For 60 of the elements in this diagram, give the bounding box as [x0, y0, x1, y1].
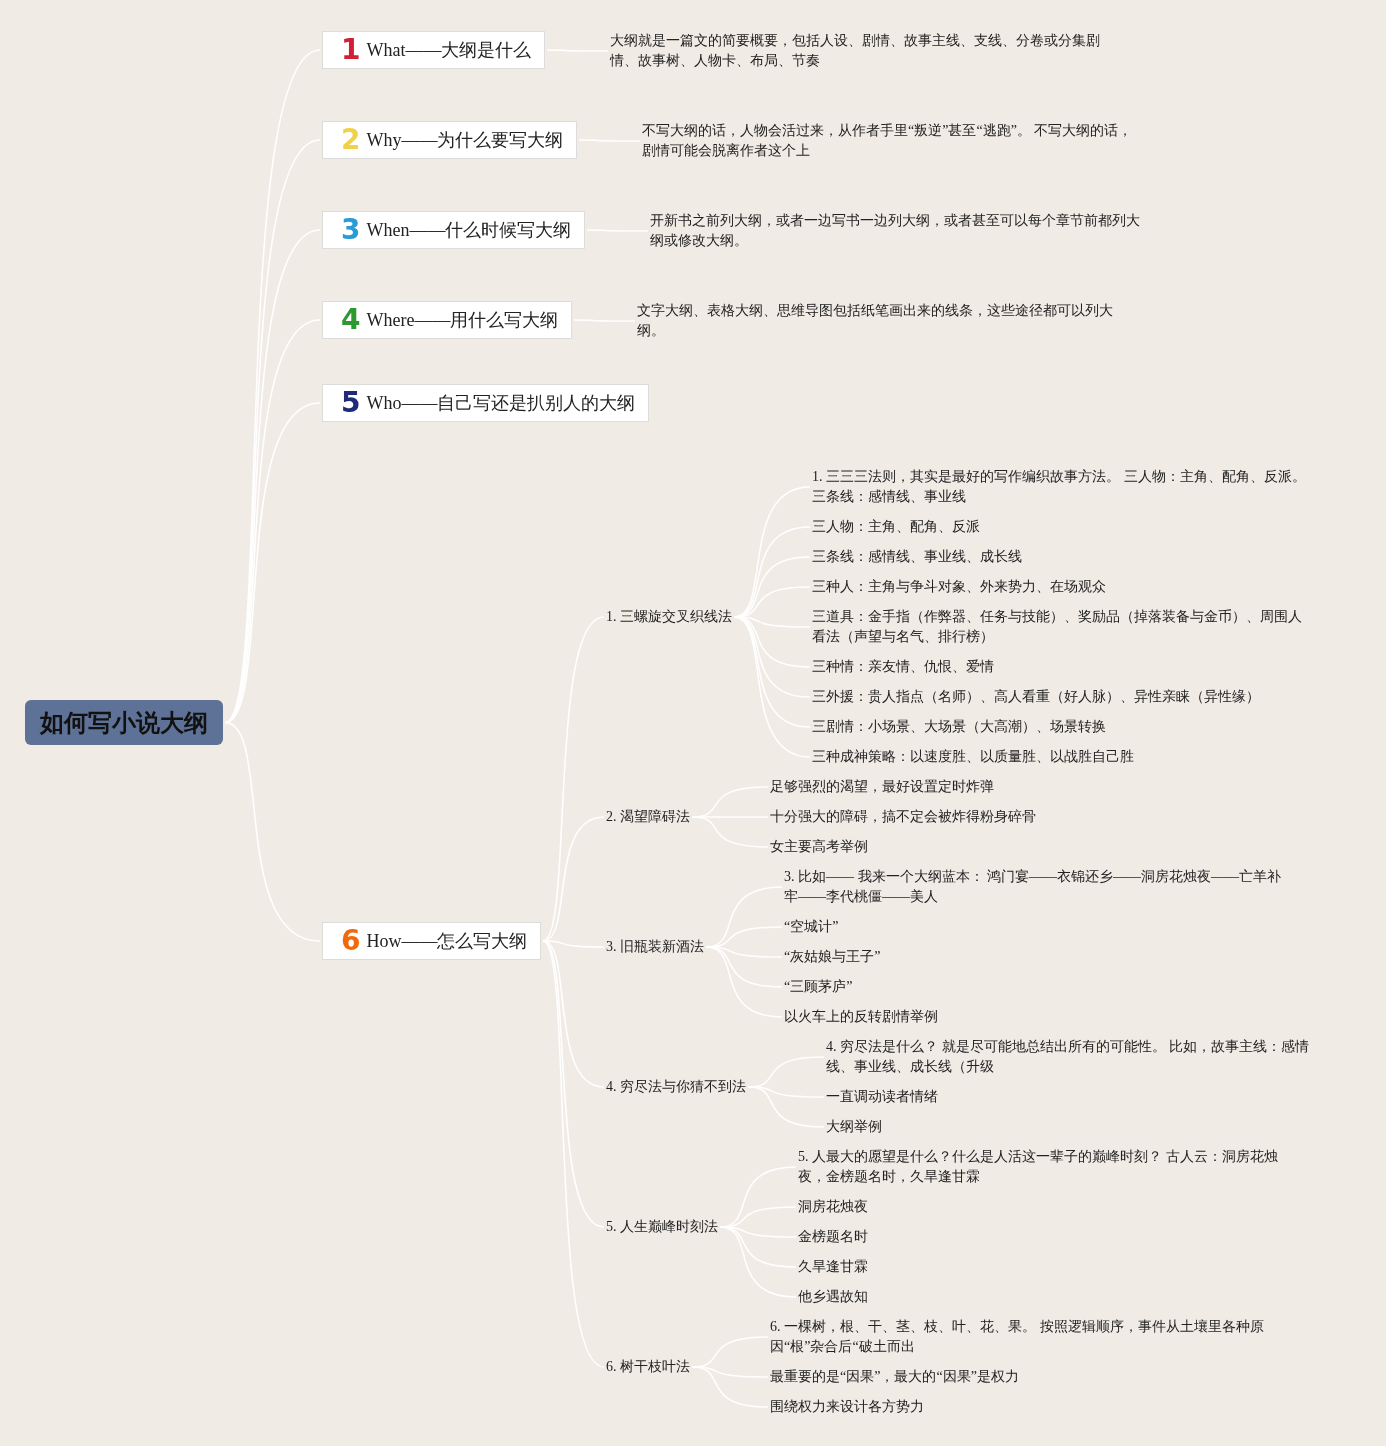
topic-label: How——怎么写大纲 [366, 930, 528, 953]
branch-text: 5. 人生巅峰时刻法 [606, 1217, 718, 1237]
topic-box [322, 922, 541, 960]
branch-text: 以火车上的反转剧情举例 [784, 1007, 938, 1027]
branch-text: 久旱逢甘霖 [798, 1257, 868, 1277]
topic-label: Who——自己写还是扒别人的大纲 [366, 392, 636, 415]
topic-box [322, 211, 585, 249]
branch-text: 5. 人最大的愿望是什么？什么是人活这一辈子的巅峰时刻？ 古人云：洞房花烛夜，金榜题名时，久旱逢甘霖 [798, 1147, 1288, 1187]
branch-text: 围绕权力来设计各方势力 [770, 1397, 924, 1417]
branch-text: 1. 三螺旋交叉织线法 [606, 607, 732, 627]
topic-label: Where——用什么写大纲 [366, 309, 559, 332]
branch-text: 三人物：主角、配角、反派 [812, 517, 980, 537]
topic-number: 1 [341, 36, 361, 64]
branch-text: 女主要高考举例 [770, 837, 868, 857]
central-topic: 如何写小说大纲 [25, 700, 223, 745]
topic-label: When——什么时候写大纲 [366, 219, 572, 242]
branch-text: 洞房花烛夜 [798, 1197, 868, 1217]
branch-line [224, 721, 321, 942]
branch-text: 最重要的是“因果”，最大的“因果”是权力 [770, 1367, 1019, 1387]
branch-text: 金榜题名时 [798, 1227, 868, 1247]
branch-text: 4. 穷尽法与你猜不到法 [606, 1077, 746, 1097]
branch-text: 大纲举例 [826, 1117, 882, 1137]
topic-box [322, 384, 649, 422]
topic-number: 2 [341, 126, 361, 154]
topic-number: 3 [341, 216, 361, 244]
branch-line [542, 616, 605, 942]
branch-line [542, 940, 605, 1368]
branch-text: 大纲就是一篇文的简要概要，包括人设、剧情、故事主线、支线、分卷或分集剧情、故事树、人物卡、布局、节奏 [610, 31, 1110, 71]
topic-number: 5 [341, 389, 361, 417]
branch-text: 足够强烈的渴望，最好设置定时炸弹 [770, 777, 994, 797]
branch-text: 十分强大的障碍，搞不定会被炸得粉身碎骨 [770, 807, 1036, 827]
branch-text: “空城计” [784, 917, 839, 937]
branch-text: 3. 比如—— 我来一个大纲蓝本： 鸿门宴——衣锦还乡——洞房花烛夜——亡羊补牢——李代桃僵——美人 [784, 867, 1294, 907]
branch-text: 他乡遇故知 [798, 1287, 868, 1307]
branch-text: “三顾茅庐” [784, 977, 853, 997]
branch-text: 4. 穷尽法是什么？ 就是尽可能地总结出所有的可能性。 比如，故事主线：感情线、事业线、成长线（升级 [826, 1037, 1316, 1077]
branch-text: 三道具：金手指（作弊器、任务与技能）、奖励品（掉落装备与金币）、周围人看法（声望与名气、排行榜） [812, 607, 1312, 647]
topic-number: 4 [341, 306, 361, 334]
branch-text: “灰姑娘与王子” [784, 947, 881, 967]
branch-text: 三种情：亲友情、仇恨、爱情 [812, 657, 994, 677]
branch-text: 三种人：主角与争斗对象、外来势力、在场观众 [812, 577, 1106, 597]
branch-text: 三外援：贵人指点（名师）、高人看重（好人脉）、异性亲睐（异性缘） [812, 687, 1260, 707]
branch-text: 6. 树干枝叶法 [606, 1357, 690, 1377]
topic-label: What——大纲是什么 [366, 39, 532, 62]
branch-text: 一直调动读者情绪 [826, 1087, 938, 1107]
branch-text: 开新书之前列大纲，或者一边写书一边列大纲，或者甚至可以每个章节前都列大纲或修改大纲。 [650, 211, 1150, 251]
topic-number: 6 [341, 927, 361, 955]
branch-text: 三种成神策略：以速度胜、以质量胜、以战胜自己胜 [812, 747, 1134, 767]
branch-text: 1. 三三三法则，其实是最好的写作编织故事方法。 三人物：主角、配角、反派。三条线：感情线、事业线 [812, 467, 1312, 507]
topic-box [322, 301, 572, 339]
branch-text: 2. 渴望障碍法 [606, 807, 690, 827]
branch-text: 三剧情：小场景、大场景（大高潮）、场景转换 [812, 717, 1106, 737]
branch-text: 6. 一棵树，根、干、茎、枝、叶、花、果。 按照逻辑顺序，事件从土壤里各种原因“根”杂合后“破土而出 [770, 1317, 1270, 1357]
topic-label: Why——为什么要写大纲 [366, 129, 564, 152]
branch-text: 不写大纲的话，人物会活过来，从作者手里“叛逆”甚至“逃跑”。 不写大纲的话，剧情可能会脱离作者这个上 [642, 121, 1142, 161]
branch-text: 文字大纲、表格大纲、思维导图包括纸笔画出来的线条，这些途径都可以列大纲。 [637, 301, 1127, 341]
branch-text: 3. 旧瓶装新酒法 [606, 937, 704, 957]
branch-text: 三条线：感情线、事业线、成长线 [812, 547, 1022, 567]
topic-box [322, 31, 545, 69]
topic-box [322, 121, 577, 159]
